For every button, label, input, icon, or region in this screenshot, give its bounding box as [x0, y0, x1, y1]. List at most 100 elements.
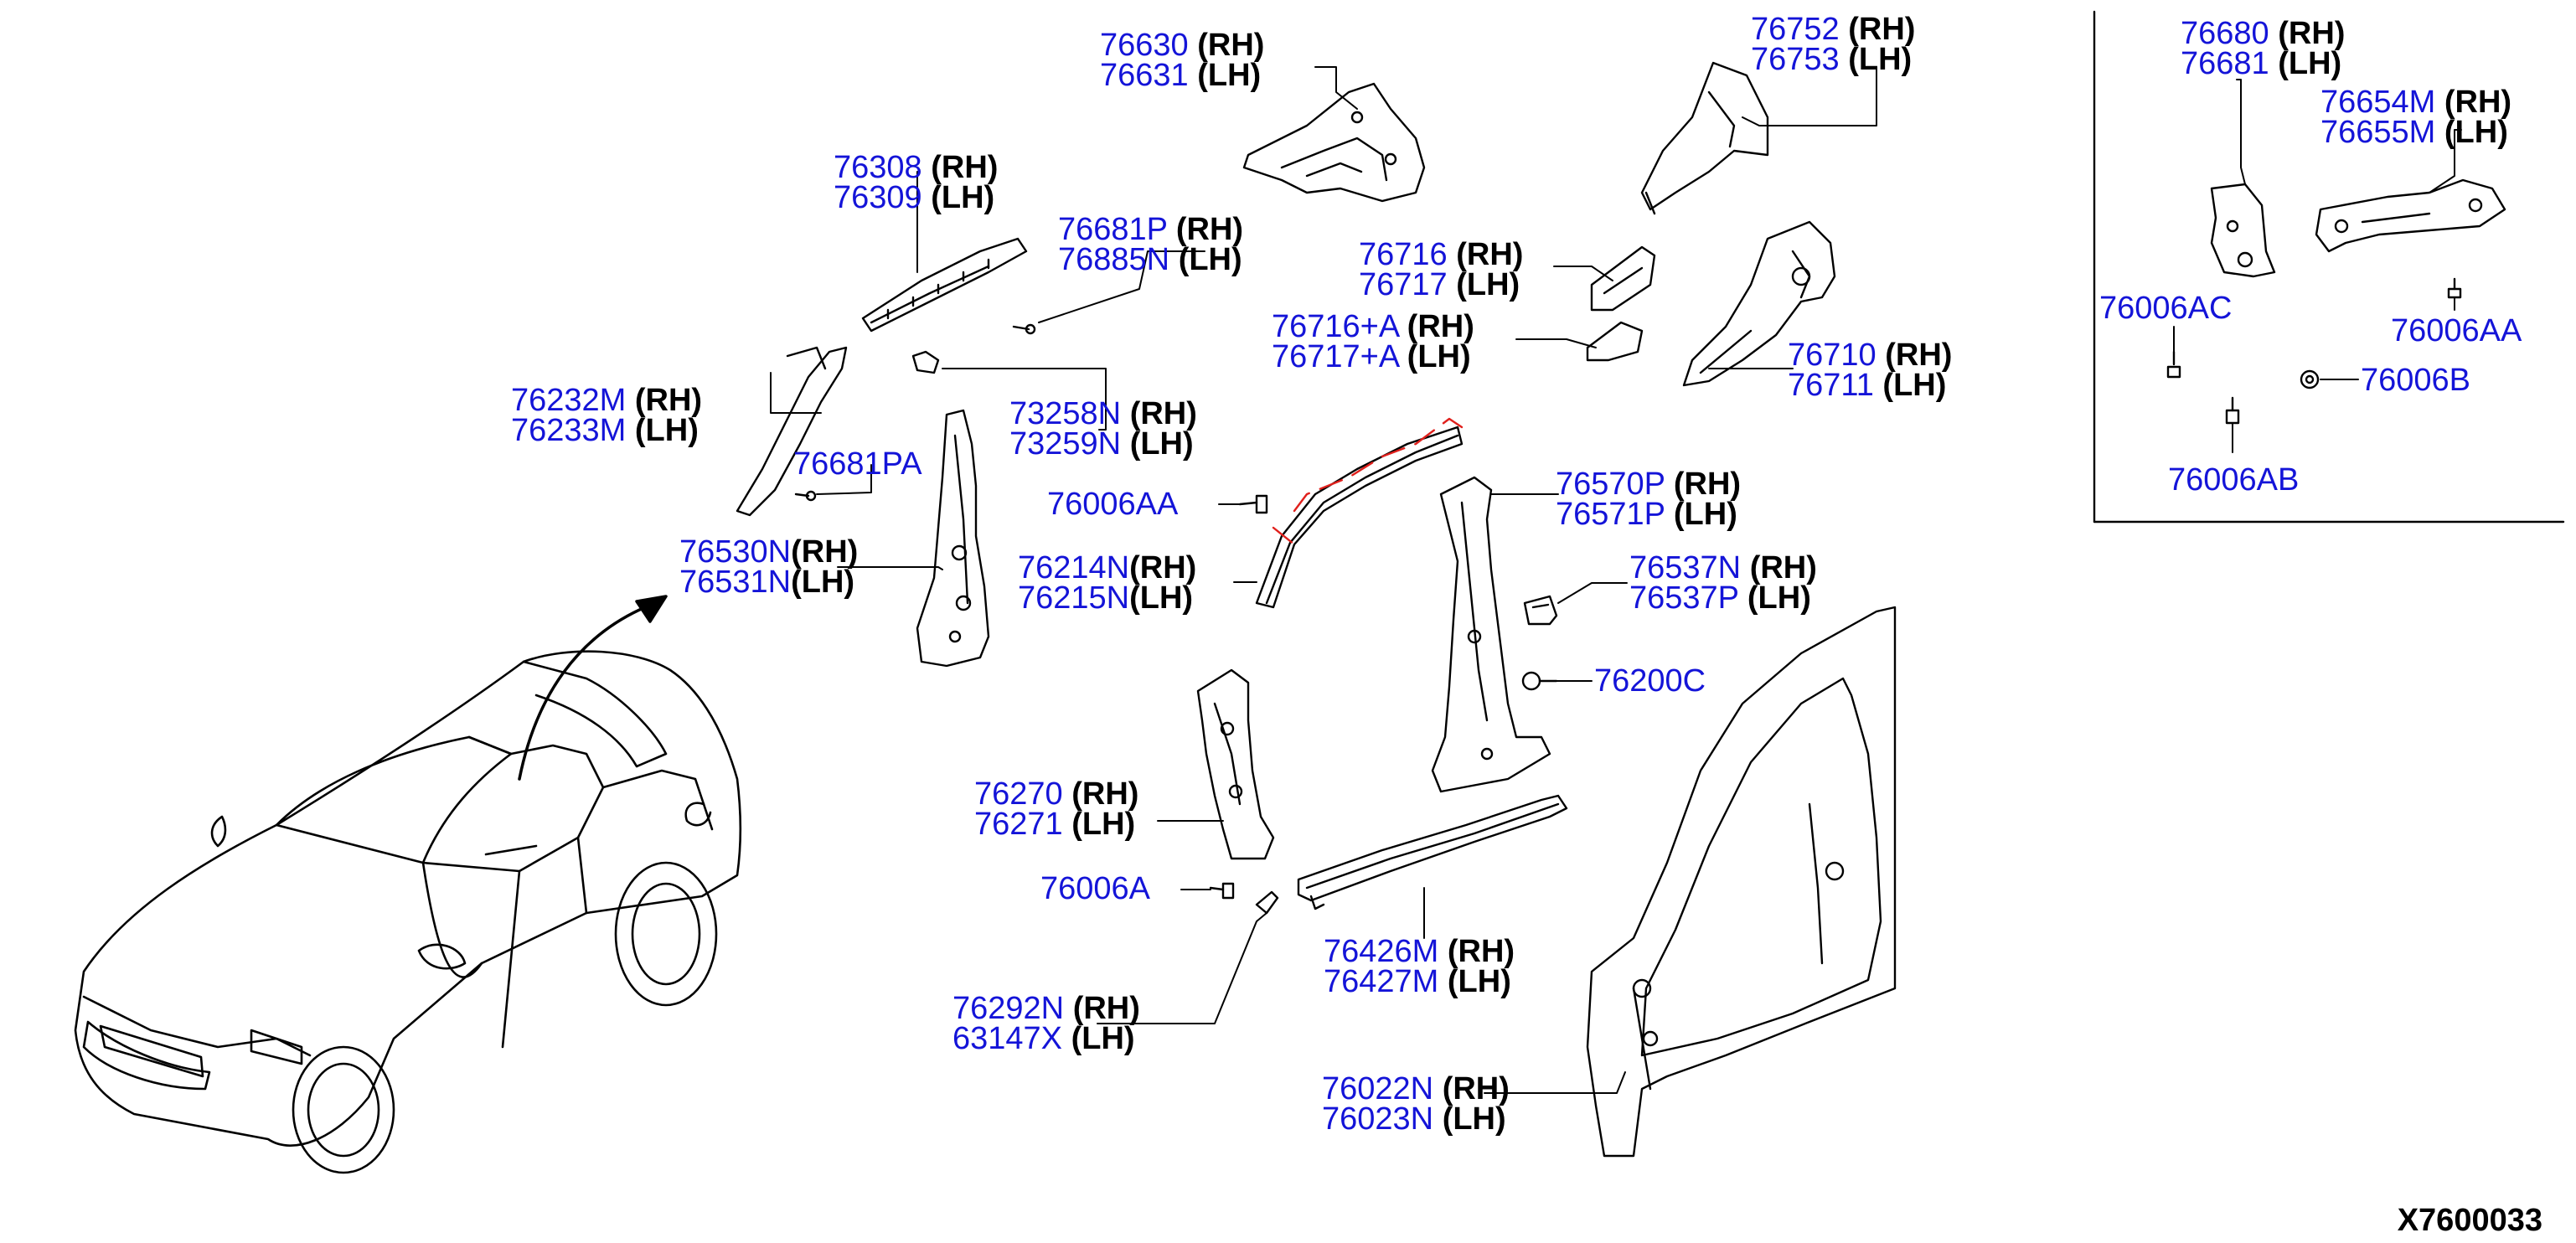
part-76680	[2212, 184, 2274, 276]
label-76006aa-inset: 76006AA	[2391, 313, 2522, 348]
label-76200c: 76200C	[1594, 663, 1706, 699]
part-number: 76885N	[1058, 242, 1170, 277]
part-number: 76427M	[1324, 964, 1439, 999]
side-rh: (RH)	[1129, 396, 1197, 431]
part-number: 76006A	[1040, 871, 1151, 906]
label-76630: 76630 (RH) 76631 (LH)	[1100, 28, 1265, 93]
side-lh: (LH)	[1071, 807, 1136, 842]
part-number: 76753	[1751, 42, 1840, 77]
part-number: 76570P	[1556, 467, 1665, 502]
label-76752: 76752 (RH) 76753 (LH)	[1751, 12, 1915, 77]
part-number: 76006AA	[1047, 487, 1179, 522]
side-rh: (RH)	[1175, 212, 1244, 247]
part-76716a	[1587, 322, 1642, 360]
part-76022n	[1587, 607, 1895, 1156]
side-lh: (LH)	[1071, 1021, 1135, 1056]
part-number: 76006B	[2361, 363, 2471, 398]
side-lh: (LH)	[1407, 339, 1471, 374]
side-lh: (LH)	[1442, 1101, 1506, 1137]
section-marker	[1272, 417, 1464, 546]
part-76426m	[1298, 796, 1567, 909]
part-number: 76537P	[1629, 580, 1739, 616]
label-76006aa-main: 76006AA	[1047, 487, 1179, 522]
side-lh: (LH)	[2444, 115, 2508, 150]
part-76292n	[1257, 892, 1278, 913]
side-rh: (RH)	[1447, 934, 1515, 969]
part-76214n	[1257, 427, 1462, 607]
part-76308	[863, 239, 1026, 331]
part-number: 76023N	[1322, 1101, 1434, 1137]
side-rh: (RH)	[1072, 991, 1140, 1026]
side-lh: (LH)	[1178, 242, 1242, 277]
part-number: 76200C	[1594, 663, 1706, 699]
side-rh: (RH)	[1197, 28, 1265, 63]
side-rh: (RH)	[634, 383, 703, 418]
part-76710	[1684, 222, 1835, 385]
side-lh: (LH)	[634, 413, 699, 448]
label-76006ab: 76006AB	[2168, 462, 2300, 498]
side-lh: (LH)	[1848, 42, 1913, 77]
part-number: 73258N	[1009, 396, 1122, 431]
label-76530n: 76530N(RH) 76531N(LH)	[679, 534, 859, 600]
diagram-reference-id: X7600033	[2397, 1203, 2542, 1238]
side-lh: (LH)	[1129, 580, 1194, 616]
side-lh: (LH)	[1673, 497, 1737, 532]
part-number: 76537N	[1629, 550, 1742, 585]
label-76232m: 76232M (RH) 76233M (LH)	[511, 383, 703, 448]
part-number: 76022N	[1322, 1071, 1434, 1106]
part-number: 76006AC	[2099, 291, 2233, 326]
part-73258n	[913, 352, 938, 373]
part-76654m	[2316, 180, 2505, 251]
part-number: 76308	[834, 150, 922, 185]
part-76006aa-inset-bolt	[2449, 279, 2460, 297]
part-76752	[1642, 63, 1768, 214]
part-number: 76717	[1359, 267, 1448, 302]
side-rh: (RH)	[1442, 1071, 1510, 1106]
side-rh: (RH)	[2444, 85, 2512, 120]
part-number: 76233M	[511, 413, 627, 448]
side-rh: (RH)	[1456, 237, 1524, 272]
part-76570p	[1433, 477, 1550, 792]
side-rh: (RH)	[1071, 776, 1139, 812]
part-number: 76681P	[1058, 212, 1168, 247]
side-lh: (LH)	[1747, 580, 1811, 616]
part-number: 76571P	[1556, 497, 1665, 532]
label-76292n: 76292N (RH) 63147X (LH)	[952, 991, 1140, 1056]
label-73258n: 73258N (RH) 73259N (LH)	[1009, 396, 1197, 462]
label-76022n: 76022N (RH) 76023N (LH)	[1322, 1071, 1510, 1137]
side-rh: (RH)	[1407, 309, 1474, 344]
part-number: 76215N	[1018, 580, 1130, 616]
part-number: 76006AB	[2168, 462, 2300, 498]
part-number: 76681	[2181, 46, 2269, 81]
part-76270	[1198, 670, 1273, 859]
side-lh: (LH)	[1197, 58, 1262, 93]
side-rh: (RH)	[1885, 338, 1953, 373]
label-76680: 76680 (RH) 76681 (LH)	[2181, 18, 2345, 81]
part-76232m	[737, 348, 846, 515]
part-number: 76631	[1100, 58, 1189, 93]
label-76537n: 76537N (RH) 76537P (LH)	[1629, 550, 1817, 616]
part-number: 76711	[1788, 368, 1874, 403]
part-number: 76531N	[679, 565, 792, 600]
part-number: 76654M	[2320, 85, 2436, 120]
part-number: 76655M	[2320, 115, 2436, 150]
part-number: 76006AA	[2391, 313, 2522, 348]
label-76716a: 76716+A (RH) 76717+A (LH)	[1272, 309, 1474, 374]
part-number: 76752	[1751, 12, 1840, 47]
part-number: 76426M	[1324, 934, 1439, 969]
part-number: 73259N	[1009, 426, 1122, 462]
side-rh: (RH)	[1673, 467, 1742, 502]
part-76681pa	[796, 492, 815, 500]
part-number: 76214N	[1018, 550, 1130, 585]
side-rh: (RH)	[791, 534, 859, 570]
part-76006a-bolt	[1211, 884, 1233, 898]
side-lh: (LH)	[2278, 46, 2342, 81]
part-number: 76710	[1788, 338, 1877, 373]
part-number: 76309	[834, 180, 922, 215]
part-number: 76681PA	[793, 446, 922, 482]
label-76654m: 76654M (RH) 76655M (LH)	[2320, 85, 2512, 150]
part-number: 76270	[974, 776, 1063, 812]
part-number: 76717+A	[1272, 339, 1399, 374]
